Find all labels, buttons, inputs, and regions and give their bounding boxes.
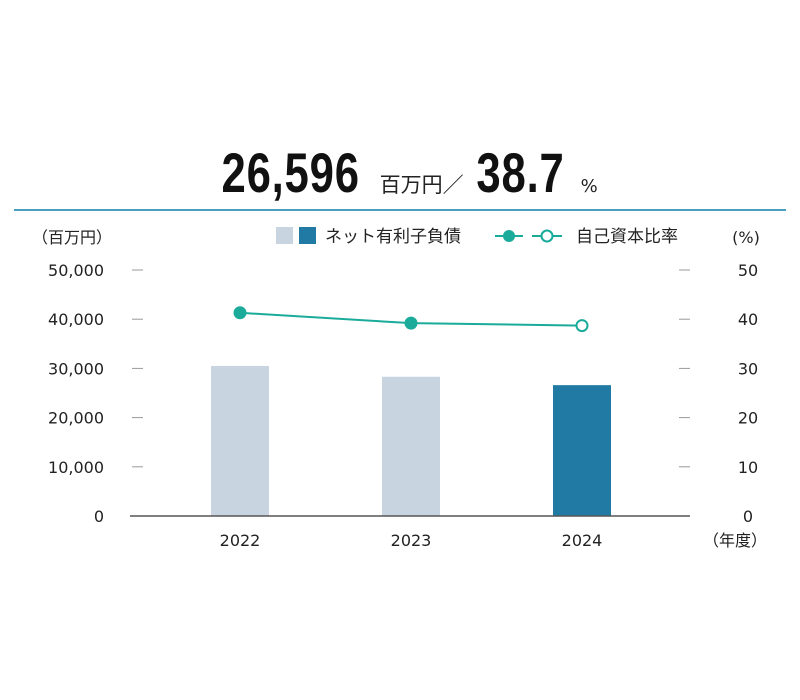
left-tick-label: 10,000 bbox=[48, 458, 104, 477]
legend-bar-label: ネット有利子負債 bbox=[325, 227, 461, 247]
headline-separator: ／ bbox=[442, 173, 464, 197]
right-tick-label: 0 bbox=[743, 507, 753, 526]
left-tick-label: 20,000 bbox=[48, 409, 104, 428]
right-tick-label: 20 bbox=[738, 409, 758, 428]
headline-debt-unit: 百万円 bbox=[379, 173, 443, 197]
left-tick-label: 40,000 bbox=[48, 310, 104, 329]
legend-bar-past-swatch bbox=[276, 227, 293, 244]
headline-ratio-unit: % bbox=[580, 176, 598, 197]
headline-ratio-value: 38.7 bbox=[476, 141, 565, 204]
x-tick-label: 2022 bbox=[220, 531, 261, 550]
right-tick-label: 30 bbox=[738, 359, 758, 378]
headline-debt-value: 26,596 bbox=[221, 141, 361, 204]
right-tick-label: 40 bbox=[738, 310, 758, 329]
headline: 26,596 百万円／ 38.7% bbox=[0, 140, 800, 205]
ratio-point-2024 bbox=[575, 319, 589, 333]
legend-line-label: 自己資本比率 bbox=[576, 227, 678, 247]
x-tick-label: 2024 bbox=[562, 531, 603, 550]
left-tick-label: 0 bbox=[94, 507, 104, 526]
headline-divider bbox=[14, 209, 786, 211]
right-tick-label: 50 bbox=[738, 261, 758, 280]
legend-point-filled bbox=[503, 230, 515, 242]
legend-bar-current-swatch bbox=[299, 227, 316, 244]
ratio-point-2023 bbox=[404, 316, 418, 330]
left-tick-label: 30,000 bbox=[48, 359, 104, 378]
x-axis-unit: （年度） bbox=[703, 531, 767, 550]
left-axis-unit: （百万円） bbox=[32, 228, 112, 247]
right-axis-unit: (%) bbox=[732, 228, 760, 247]
right-tick-label: 10 bbox=[738, 458, 758, 477]
ratio-point-2022 bbox=[233, 306, 247, 320]
x-tick-label: 2023 bbox=[391, 531, 432, 550]
bar-2023 bbox=[382, 376, 440, 516]
bar-2022 bbox=[211, 365, 269, 516]
bar-2024 bbox=[553, 385, 611, 516]
legend-point-open bbox=[540, 229, 554, 243]
left-tick-label: 50,000 bbox=[48, 261, 104, 280]
